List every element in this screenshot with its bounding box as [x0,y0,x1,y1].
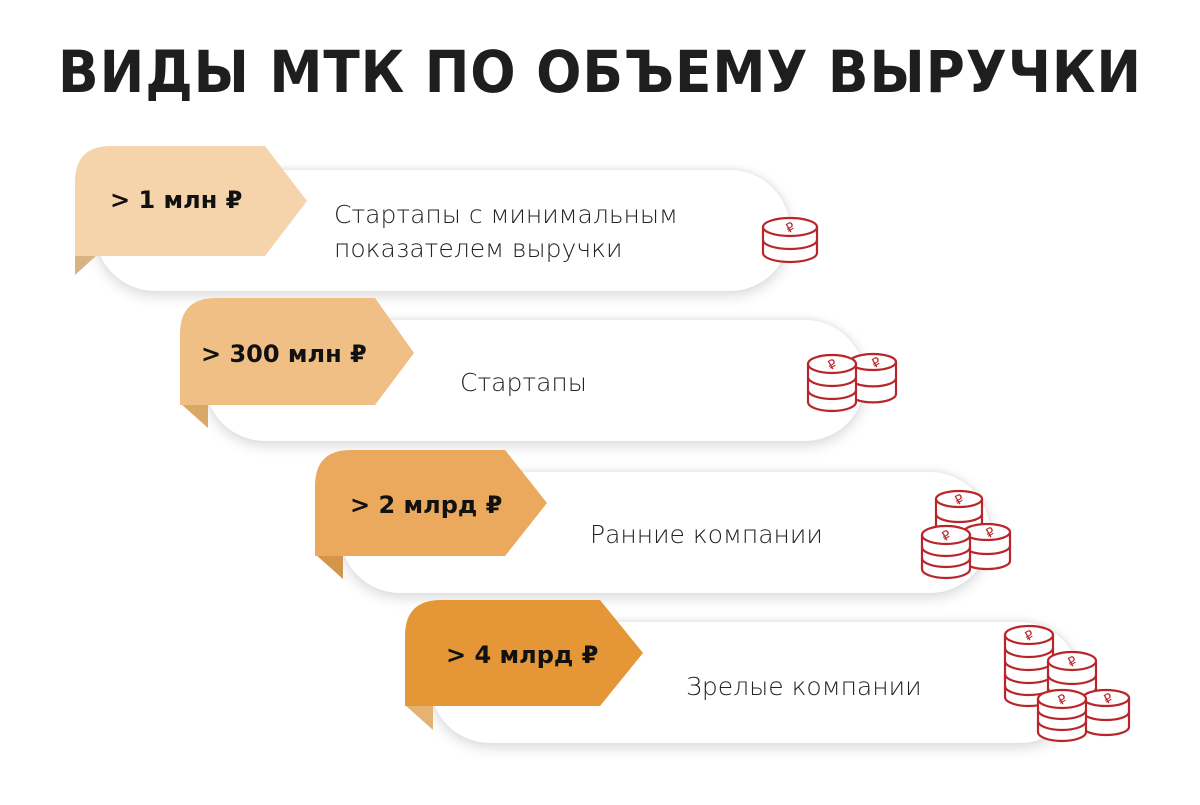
tag-fold-1 [75,255,97,275]
tier-tag-1 [75,146,307,256]
tier-threshold-1: > 1 млн ₽ [110,186,243,214]
coin-stacks-3-icon: ₽ ₽ ₽ [920,485,1020,580]
tier-description-3: Ранние компании [590,520,823,549]
tier-threshold-4: > 4 млрд ₽ [446,641,599,669]
tier-tag-4 [405,600,643,706]
tier-description-2: Стартапы [460,368,587,397]
tier-description-1: Стартапы с минимальным показателем выруч… [334,200,678,263]
page-title: ВИДЫ МТК ПО ОБЪЕМУ ВЫРУЧКИ [58,38,1142,106]
tier-threshold-2: > 300 млн ₽ [201,340,367,368]
coin-stacks-2-icon: ₽ ₽ [806,350,901,416]
tier-tag-3 [315,450,547,556]
tag-fold-2 [180,403,208,428]
tag-fold-4 [405,705,433,730]
coin-stacks-4-icon: ₽ ₽ ₽ ₽ [1003,622,1133,743]
tier-description-4: Зрелые компании [686,672,922,701]
tag-fold-3 [315,554,343,579]
tier-tag-2 [180,298,414,405]
tier-threshold-3: > 2 млрд ₽ [350,491,503,519]
coin-stack-1-icon: ₽ [760,215,820,267]
